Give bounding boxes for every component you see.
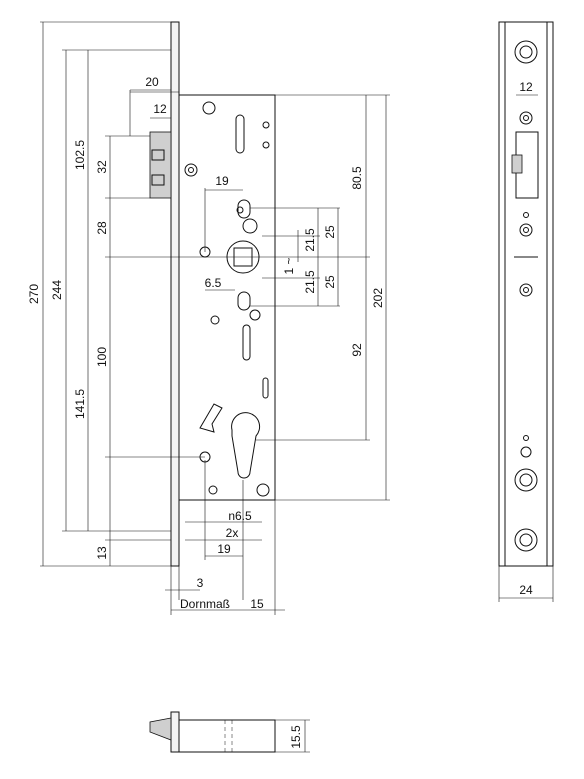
dim-2x: 2x bbox=[226, 526, 239, 540]
dim-15: 15 bbox=[250, 597, 264, 611]
dimension-lines-left bbox=[40, 21, 370, 567]
screw bbox=[519, 283, 533, 297]
dim-21-5-upper: 21.5 bbox=[303, 228, 317, 252]
dim-20: 20 bbox=[145, 75, 159, 89]
screw-bottom bbox=[256, 483, 270, 497]
slot-small bbox=[262, 377, 269, 399]
dim-141-5: 141.5 bbox=[73, 389, 87, 419]
slot-mid bbox=[242, 324, 251, 361]
screw bbox=[519, 223, 533, 237]
top-view-forend bbox=[170, 711, 180, 753]
dim-12-face: 12 bbox=[519, 80, 533, 94]
screw-small bbox=[523, 435, 529, 441]
latch-bolt bbox=[149, 131, 172, 199]
dim-dornmass: Dornmaß bbox=[180, 597, 230, 611]
torx-screw-bottom bbox=[514, 528, 538, 552]
dim-25-lower: 25 bbox=[323, 275, 337, 289]
dim-19-bottom: 19 bbox=[217, 542, 231, 556]
hole bbox=[210, 315, 220, 325]
dim-100: 100 bbox=[95, 347, 109, 367]
screw-center bbox=[523, 287, 529, 293]
dim-12-top: 12 bbox=[153, 102, 167, 116]
screw bbox=[519, 111, 533, 125]
lever bbox=[199, 403, 223, 433]
dim-1: 1 ~ bbox=[282, 257, 296, 274]
dim-25-upper: 25 bbox=[323, 225, 337, 239]
torx-screw-top bbox=[514, 40, 538, 64]
lock-case bbox=[178, 94, 276, 501]
dim-32: 32 bbox=[95, 160, 109, 174]
screw-top bbox=[202, 101, 216, 115]
dim-80-5: 80.5 bbox=[350, 166, 364, 190]
forend-face-inner bbox=[504, 21, 548, 567]
screw-center bbox=[523, 115, 529, 121]
torx-screw-bottom-inner bbox=[519, 533, 533, 547]
dim-24: 24 bbox=[519, 583, 533, 597]
dim-6-5: 6.5 bbox=[205, 276, 222, 290]
dim-28: 28 bbox=[95, 221, 109, 235]
hole bbox=[262, 141, 270, 149]
top-view: 15.5 bbox=[149, 711, 310, 753]
torx-screw-lower-inner bbox=[519, 473, 533, 487]
slot-lower bbox=[237, 291, 251, 311]
hole bbox=[262, 121, 270, 129]
slot-top bbox=[235, 114, 245, 154]
dim-202: 202 bbox=[371, 288, 385, 308]
dim-244: 244 bbox=[50, 280, 64, 300]
cylinder-cutout bbox=[231, 412, 261, 479]
forend-front-view: 12 24 bbox=[498, 21, 554, 602]
dim-19-top: 19 bbox=[215, 174, 229, 188]
latch-bolt-detail bbox=[151, 149, 165, 161]
hole bbox=[208, 485, 218, 495]
screw bbox=[520, 446, 532, 458]
forend-plate bbox=[170, 21, 180, 567]
dim-92: 92 bbox=[350, 343, 364, 357]
torx-screw-top-inner bbox=[519, 45, 533, 59]
dim-15-5: 15.5 bbox=[289, 725, 303, 749]
latch-profile bbox=[511, 154, 523, 174]
pin bbox=[236, 206, 244, 214]
screw-center bbox=[523, 227, 529, 233]
slot-upper bbox=[237, 199, 251, 219]
screw-latch-center bbox=[188, 167, 194, 173]
screw-latch bbox=[184, 163, 198, 177]
latch-bolt-detail bbox=[151, 174, 165, 186]
dim-3: 3 bbox=[197, 576, 204, 590]
gear bbox=[242, 218, 258, 234]
top-view-case bbox=[178, 719, 276, 753]
dim-270: 270 bbox=[27, 284, 41, 304]
forend-face bbox=[498, 21, 554, 567]
screw-small bbox=[523, 212, 529, 218]
lock-body-view bbox=[149, 21, 276, 567]
top-view-latch bbox=[149, 717, 172, 741]
dim-102-5: 102.5 bbox=[73, 140, 87, 170]
dim-21-5-lower: 21.5 bbox=[303, 270, 317, 294]
dim-13: 13 bbox=[95, 546, 109, 560]
screw-mid bbox=[249, 309, 261, 321]
torx-screw-lower bbox=[514, 468, 538, 492]
dim-n6-5: n6.5 bbox=[228, 509, 252, 523]
